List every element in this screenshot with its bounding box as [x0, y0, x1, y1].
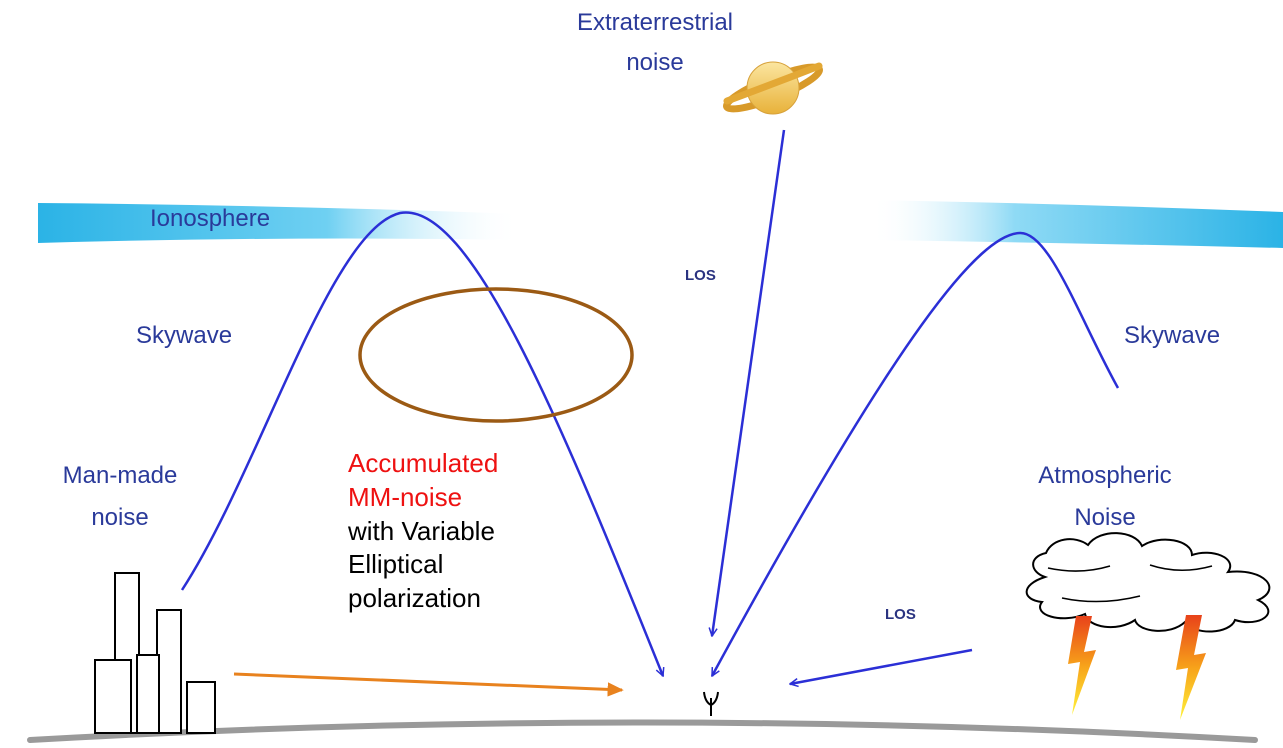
man-made-noise-label: Man-made noise [30, 461, 210, 533]
buildings-icon [94, 572, 216, 734]
ionosphere-label: Ionosphere [150, 205, 271, 232]
atmospheric-line-2: Noise [1074, 504, 1136, 531]
accumulated-noise-arrow [233, 672, 624, 697]
extraterrestrial-noise-label: Extraterrestrial noise [535, 8, 775, 78]
annotation-red-line-1: Accumulated [348, 448, 499, 478]
man-made-line-2: noise [91, 504, 149, 531]
annotation-black-line-2: Elliptical [348, 549, 444, 580]
skywave-label-left: Skywave [136, 322, 233, 349]
storm-cloud-icon [1025, 532, 1271, 633]
antenna-icon [703, 691, 719, 716]
skywave-path-left [180, 211, 663, 676]
accumulated-noise-annotation: Accumulated MM-noise with Variable Ellip… [348, 447, 498, 616]
los-arrow-atmospheric [790, 648, 973, 684]
planet-icon [722, 61, 824, 115]
ionosphere-band-right [870, 200, 1283, 248]
skywave-path-right [710, 231, 1120, 676]
annotation-black-line-1: with Variable [348, 515, 495, 546]
extraterrestrial-line-2: noise [626, 49, 684, 76]
los-label-top: LOS [685, 267, 716, 284]
extraterrestrial-line-1: Extraterrestrial [576, 9, 734, 36]
polarization-ellipse [358, 287, 634, 423]
los-label-bottom: LOS [885, 606, 916, 623]
man-made-line-1: Man-made [62, 462, 178, 489]
los-arrow-extraterrestrial [712, 129, 786, 636]
atmospheric-line-1: Atmospheric [1038, 462, 1172, 489]
skywave-label-right: Skywave [1124, 322, 1221, 349]
atmospheric-noise-label: Atmospheric Noise [1015, 461, 1195, 533]
lightning-bolt-icon-left [1068, 616, 1096, 715]
annotation-red-line-2: MM-noise [348, 481, 463, 512]
ionosphere-band-left [38, 203, 520, 243]
lightning-bolt-icon-right [1176, 615, 1206, 720]
annotation-black-line-3: polarization [348, 583, 481, 614]
